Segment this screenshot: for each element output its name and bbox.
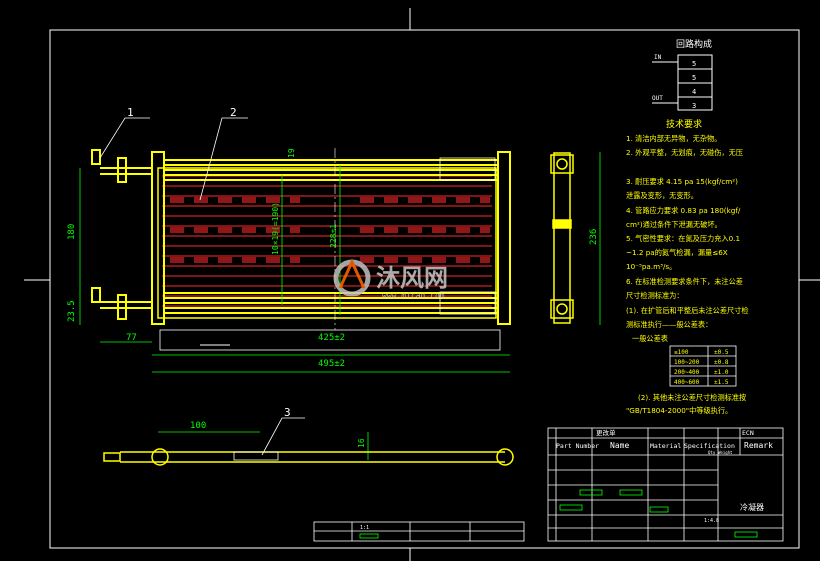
tech-note-2b: "GB/T1804-2000"中等级执行。 <box>626 406 732 415</box>
fin-lines <box>162 175 492 307</box>
tb-col-spec: Specification <box>684 442 735 450</box>
tech-line-6: cm²)通过条件下泄漏无破坏。 <box>626 220 722 229</box>
tech-line-12: (1). 在扩管后和平整后未注公差尺寸检 <box>626 306 749 315</box>
dimension-lines <box>79 152 601 460</box>
tech-line-10: 6. 在标准检测要求条件下，未注公差 <box>626 277 743 286</box>
tol-value-1: ±0.5 <box>714 349 729 356</box>
tb-scale: 1:4.8 <box>704 518 719 524</box>
flow-pass-4: 3 <box>692 102 696 110</box>
flow-diagram <box>652 54 713 111</box>
tb-col-material: Material <box>650 442 681 450</box>
flow-outlet: OUT <box>652 95 663 102</box>
tb-col-weight: Weight <box>718 450 733 455</box>
dim-23-5: 23.5 <box>67 300 77 322</box>
watermark-logo <box>333 258 371 297</box>
tech-line-2: 2. 外观平整，无划痕，无碰伤，无压 <box>626 148 743 157</box>
watermark-brand: 沐风网 <box>376 264 448 292</box>
tech-line-9: 10⁻⁵pa.m³/s。 <box>626 262 676 271</box>
flow-pass-3: 4 <box>692 88 696 96</box>
tb-scale-label: 1:1 <box>360 525 369 531</box>
tol-value-3: ±1.0 <box>714 369 729 376</box>
tol-range-2: 100~200 <box>674 359 700 366</box>
tech-line-11: 尺寸检测标准为： <box>626 291 684 300</box>
dim-180: 180 <box>67 224 77 240</box>
tech-line-14: 一般公差表 <box>632 334 668 343</box>
dim-77: 77 <box>126 333 137 343</box>
balloon-1: 1 <box>127 106 134 119</box>
dim-100: 100 <box>190 421 206 431</box>
dim-236: 236 <box>589 229 599 245</box>
title-block <box>313 427 784 542</box>
balloon-2: 2 <box>230 106 237 119</box>
dim-16: 16 <box>357 438 366 448</box>
drawing-frame <box>24 8 820 561</box>
tech-note-2: (2). 其他未注公差尺寸检测标准按 <box>638 393 746 402</box>
tb-header-small: 更改单 <box>596 428 616 437</box>
flow-inlet: IN <box>654 54 662 61</box>
tb-col-remark: Remark <box>744 441 773 450</box>
tb-col-name: Name <box>610 441 629 450</box>
tol-value-2: ±0.8 <box>714 359 729 366</box>
dim-19: 19 <box>287 148 296 158</box>
dim-425: 425±2 <box>318 333 345 343</box>
tech-line-8: ~1.2 pa的氮气检漏，漏量≤6X <box>626 248 728 257</box>
dim-fin-pitch: 10×19(=190) <box>271 202 280 255</box>
side-view <box>550 152 574 324</box>
tech-line-13: 测标准执行——般公差表： <box>626 320 712 329</box>
tb-drawing-title: 冷凝器 <box>740 502 764 512</box>
flow-pass-2: 5 <box>692 74 696 82</box>
tb-header-left: ECN <box>742 429 754 437</box>
bottom-view <box>103 448 514 466</box>
tech-title: 技术要求 <box>666 118 702 130</box>
tol-range-1: ≤100 <box>674 349 689 356</box>
tech-line-5: 4. 管路应力要求 0.83 pa 180(kgf/ <box>626 206 741 215</box>
tol-range-4: 400~600 <box>674 379 700 386</box>
tech-lines: 1. 清洁内部无异物，无杂物。 2. 外观平整，无划痕，无碰伤，无压 3. 耐压… <box>626 134 749 343</box>
balloon-3: 3 <box>284 406 291 419</box>
dim-228: 228±1 <box>329 224 338 248</box>
tech-line-4: 泄露及变形，无变形。 <box>626 191 698 200</box>
title-block-fill <box>359 489 758 539</box>
tol-range-3: 200~400 <box>674 369 700 376</box>
tol-value-4: ±1.5 <box>714 379 729 386</box>
tb-col-qty: Qty <box>708 450 716 455</box>
tb-col-part: Part Number <box>556 442 599 450</box>
tech-line-3: 3. 耐压要求 4.15 pa 15(kgf/cm²) <box>626 177 738 186</box>
tolerance-table <box>669 345 737 387</box>
dim-495: 495±2 <box>318 359 345 369</box>
tech-line-7: 5. 气密性要求：在氮及压力充入0.1 <box>626 234 740 243</box>
tech-line-1: 1. 清洁内部无异物，无杂物。 <box>626 134 721 143</box>
watermark-url: www.mfcad.com <box>382 291 445 300</box>
flow-pass-1: 5 <box>692 60 696 68</box>
front-view <box>91 148 511 351</box>
flow-title: 回路构成 <box>676 38 712 50</box>
leader-lines <box>99 117 305 456</box>
